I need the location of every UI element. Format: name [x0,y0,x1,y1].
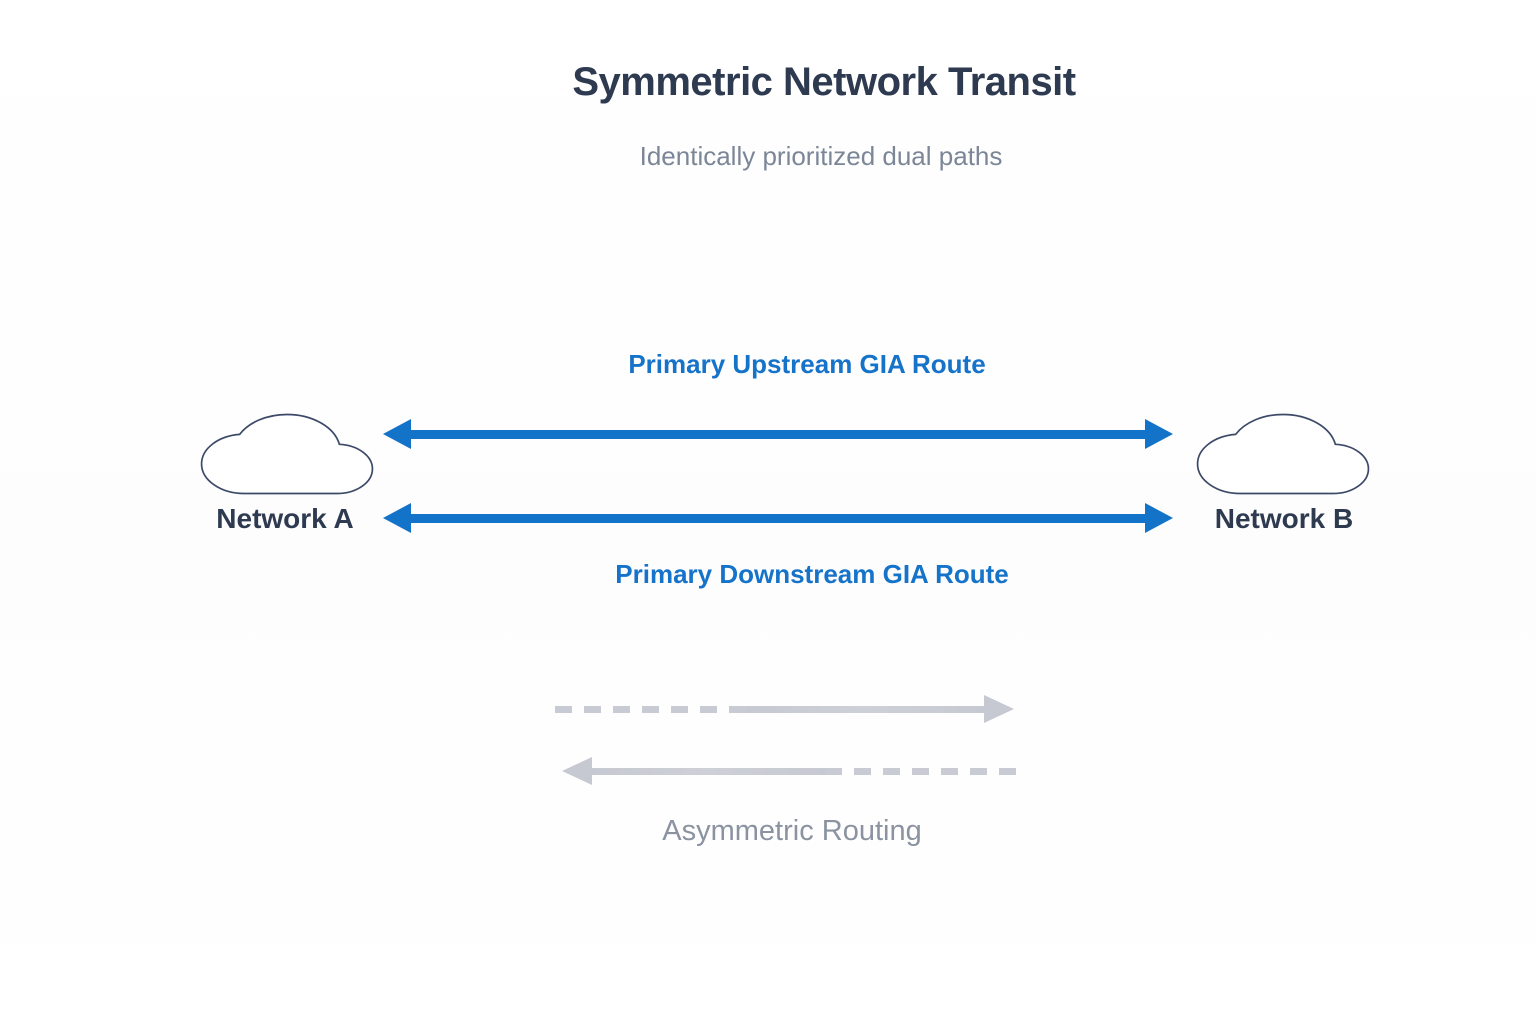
dashed-segment [555,705,747,713]
cloud-icon [1194,412,1372,496]
arrowhead-right-icon [1145,503,1173,533]
cloud-icon [198,412,376,496]
upstream-route-arrow [383,419,1173,449]
network-a-node [198,412,376,496]
page-subtitle: Identically prioritized dual paths [639,141,1003,171]
network-b-node [1194,412,1372,496]
dashed-segment [825,767,1017,775]
arrow-shaft [409,513,1147,523]
arrow-shaft [409,429,1147,439]
network-b-label: Network B [1214,503,1354,534]
asymmetric-arrow-right [555,695,1014,723]
asymmetric-arrow-left [562,757,1017,785]
arrowhead-right-icon [984,695,1014,723]
page-title: Symmetric Network Transit [572,60,1076,104]
arrowhead-left-icon [562,757,592,785]
downstream-route-arrow [383,503,1173,533]
network-a-label: Network A [216,503,354,534]
solid-segment [746,705,985,713]
asymmetric-routing-label: Asymmetric Routing [662,815,922,847]
arrowhead-right-icon [1145,419,1173,449]
arrowhead-left-icon [383,503,411,533]
downstream-route-label: Primary Downstream GIA Route [615,559,1009,589]
solid-segment [591,767,826,775]
upstream-route-label: Primary Upstream GIA Route [628,349,986,379]
arrowhead-left-icon [383,419,411,449]
